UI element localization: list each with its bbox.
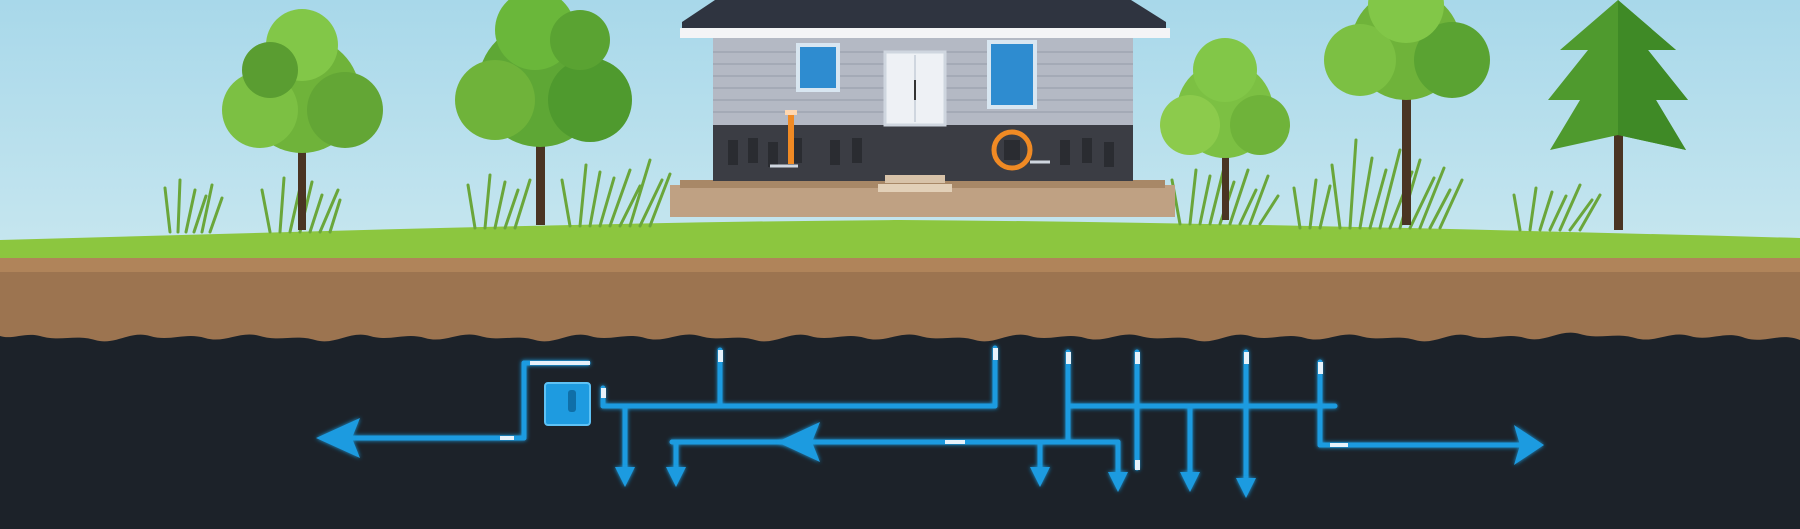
tree: [1548, 0, 1688, 230]
tree: [455, 0, 632, 225]
downward-outlets: [615, 467, 1256, 498]
arrow-left: [316, 418, 360, 458]
cleanout-ring: [991, 129, 1033, 171]
soil-layer: [0, 250, 1800, 342]
grass-tufts: [163, 138, 1602, 234]
tree: [222, 9, 383, 230]
arrow-left: [777, 422, 820, 462]
house-steps: [885, 175, 945, 183]
grass-lawn: [0, 220, 1800, 258]
vent-pipe: [788, 112, 794, 164]
distribution-box: [544, 382, 591, 426]
tree: [1324, 0, 1490, 225]
arrow-right: [1514, 425, 1544, 465]
house-window: [796, 43, 840, 92]
tree: [1160, 38, 1290, 220]
underground-layer: [0, 320, 1800, 529]
house: [670, 0, 1175, 217]
house-window: [987, 40, 1037, 109]
inspection-ports: [500, 348, 1348, 470]
